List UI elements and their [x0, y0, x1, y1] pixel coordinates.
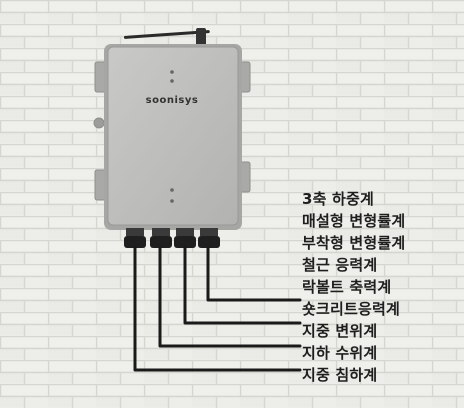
sensor-label-8: 지하 수위계 — [302, 344, 378, 362]
cable — [183, 246, 302, 325]
cable — [158, 246, 302, 348]
sensor-label-3: 부착형 변형률계 — [302, 234, 406, 252]
sensor-label-7: 지중 변위계 — [302, 322, 378, 340]
logger-enclosure: soonisys — [104, 44, 242, 230]
sensor-label-4: 철근 응력계 — [302, 256, 378, 274]
sensor-label-6: 숏크리트응력계 — [302, 300, 401, 318]
antenna — [123, 28, 210, 46]
indicator-led — [170, 79, 174, 83]
sensor-cables — [133, 246, 302, 372]
sensor-label-9: 지중 침하계 — [302, 366, 378, 384]
sensor-label-5: 락볼트 축력계 — [302, 278, 392, 296]
cable-gland — [174, 228, 196, 248]
sensor-label-2: 매설형 변형률계 — [302, 212, 406, 230]
indicator-led — [170, 70, 174, 74]
cable — [133, 246, 302, 372]
cable-gland — [124, 228, 146, 248]
cable-glands — [124, 228, 220, 248]
cable-gland — [198, 228, 220, 248]
screw — [170, 188, 174, 192]
brand-logo: soonisys — [146, 95, 199, 106]
cable-gland — [150, 228, 172, 248]
screw — [170, 199, 174, 203]
sensor-label-1: 3축 하중계 — [302, 190, 375, 208]
cable — [206, 246, 302, 302]
